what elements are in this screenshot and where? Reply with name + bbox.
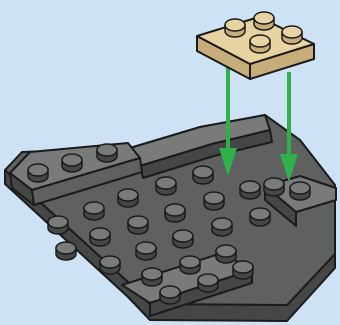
tan-stud bbox=[254, 12, 274, 30]
base-stud bbox=[240, 181, 260, 199]
base-stud bbox=[204, 192, 224, 210]
base-stud bbox=[136, 242, 156, 260]
base-stud bbox=[233, 261, 253, 279]
base-stud bbox=[48, 216, 68, 234]
tan-stud bbox=[225, 19, 245, 37]
base-stud bbox=[100, 256, 120, 274]
base-stud bbox=[165, 204, 185, 222]
base-stud bbox=[97, 144, 117, 162]
base-stud bbox=[193, 166, 213, 184]
base-stud bbox=[173, 230, 193, 248]
base-stud bbox=[62, 154, 82, 172]
base-stud bbox=[84, 202, 104, 220]
base-stud bbox=[118, 189, 138, 207]
tan-stud bbox=[250, 35, 270, 53]
base-stud bbox=[156, 177, 176, 195]
base-stud bbox=[142, 268, 162, 286]
base-stud bbox=[290, 182, 310, 200]
base-stud bbox=[28, 164, 48, 182]
base-stud bbox=[56, 242, 76, 260]
base-stud bbox=[180, 256, 200, 274]
base-stud bbox=[160, 286, 180, 304]
base-stud bbox=[212, 218, 232, 236]
base-stud bbox=[198, 274, 218, 292]
base-stud bbox=[128, 216, 148, 234]
base-stud bbox=[264, 178, 284, 196]
base-stud bbox=[216, 245, 236, 263]
base-stud bbox=[90, 228, 110, 246]
tan-stud bbox=[282, 26, 302, 44]
base-stud bbox=[250, 208, 270, 226]
